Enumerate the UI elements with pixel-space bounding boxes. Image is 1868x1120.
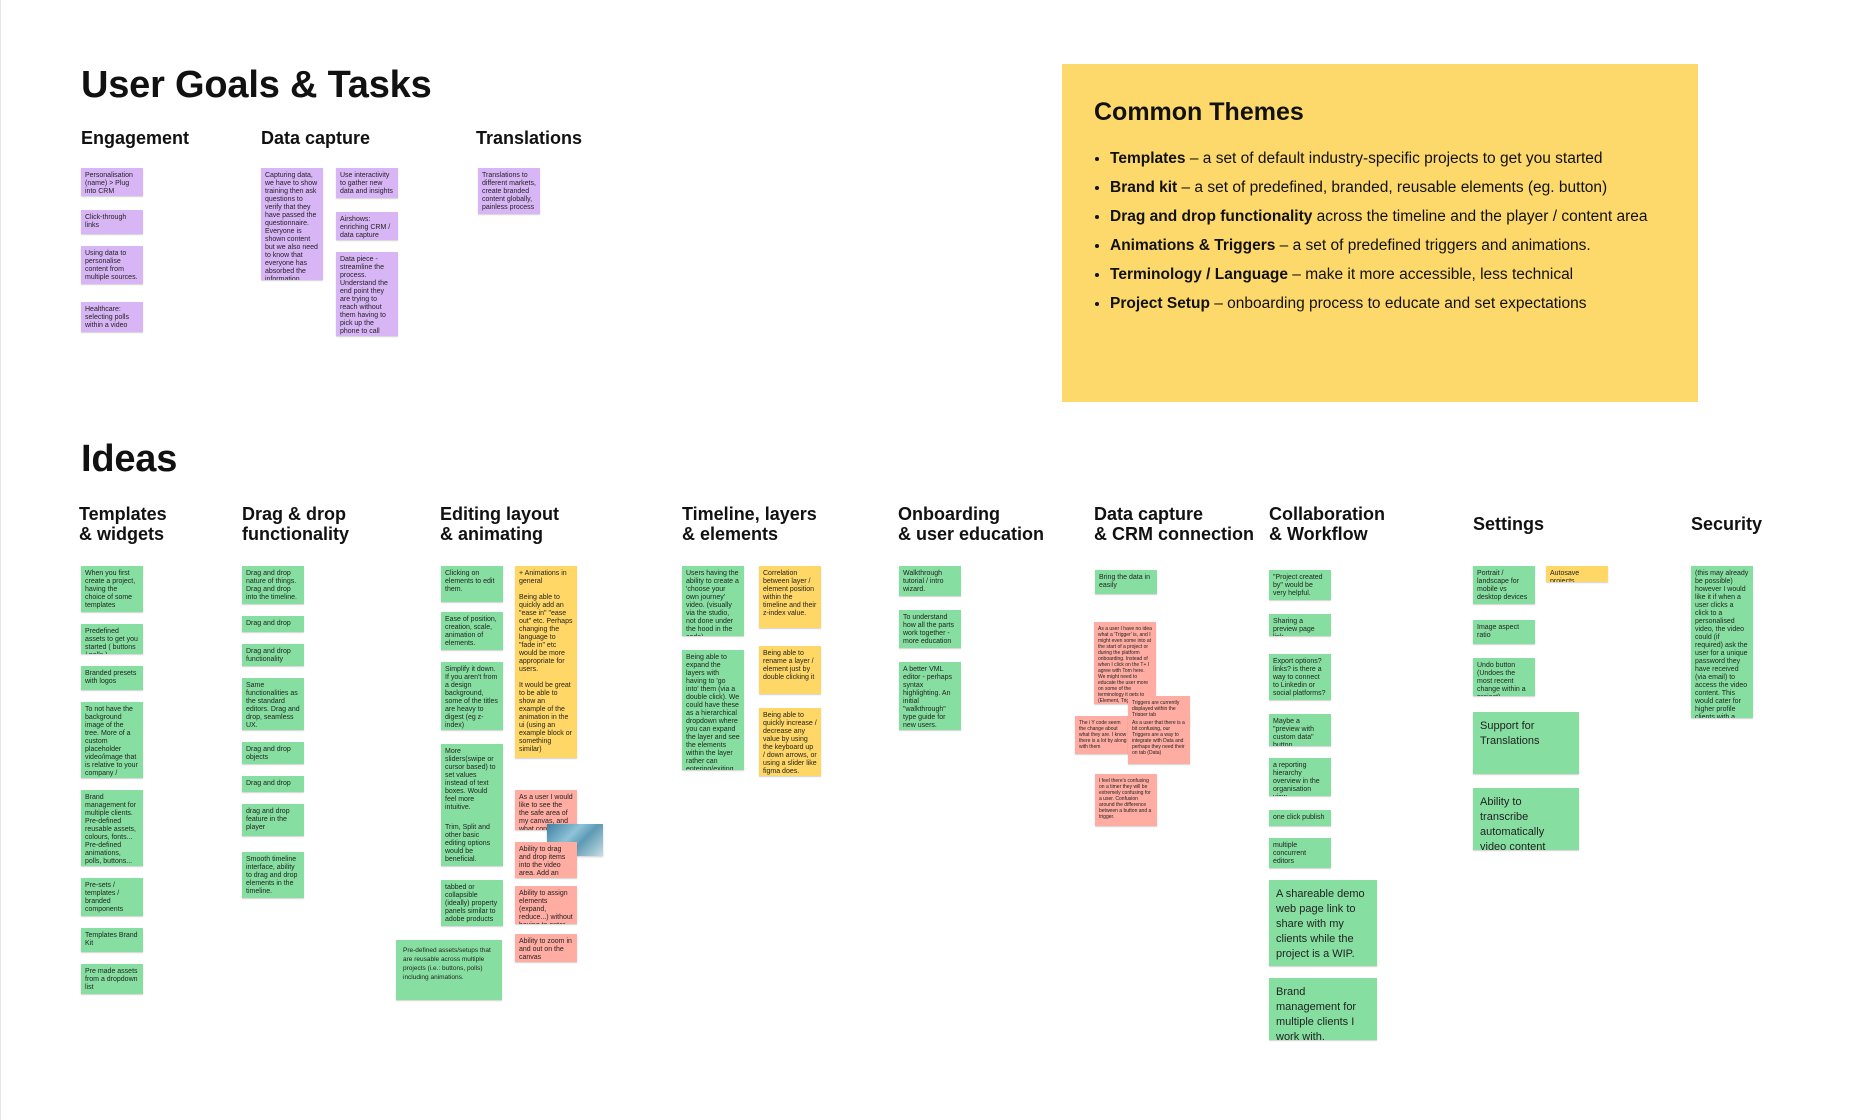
sticky-note[interactable]: Use interactivity to gather new data and… [336, 168, 398, 198]
sticky-note[interactable]: Ability to assign elements (expand, redu… [515, 886, 577, 924]
sticky-note[interactable]: Using data to personalise content from m… [81, 246, 143, 284]
sticky-note[interactable]: Translations to different markets, creat… [478, 168, 540, 214]
sticky-note[interactable]: As a user that there is a bit confusing,… [1128, 716, 1190, 764]
user-goals-title: User Goals & Tasks [81, 64, 432, 106]
theme-item-templates: Templates – a set of default industry-sp… [1110, 149, 1666, 168]
sticky-note[interactable]: When you first create a project, having … [81, 566, 143, 612]
sticky-note[interactable]: Brand management for multiple clients I … [1269, 978, 1377, 1040]
sticky-note[interactable]: multiple concurrent editors [1269, 838, 1331, 868]
sticky-note[interactable]: Trim, Split and other basic editing opti… [441, 820, 503, 866]
sticky-note[interactable]: + Animations in general Being able to qu… [515, 566, 577, 758]
sticky-note[interactable]: Drag and drop nature of things. Drag and… [242, 566, 304, 604]
sticky-note[interactable]: Bring the data in easily [1095, 570, 1157, 594]
sticky-note[interactable]: Smooth timeline interface, ability to dr… [242, 852, 304, 898]
sticky-note[interactable]: Being able to rename a layer / element j… [759, 646, 821, 694]
sticky-note[interactable]: Export options? links? is there a way to… [1269, 654, 1331, 700]
theme-item-animations: Animations & Triggers – a set of predefi… [1110, 236, 1666, 255]
sticky-note[interactable]: Autosave projects [1546, 566, 1608, 582]
sticky-note[interactable]: Airshows: enriching CRM / data capture [336, 212, 398, 240]
sticky-note[interactable]: Correlation between layer / element posi… [759, 566, 821, 628]
crm-heading: Data capture & CRM connection [1094, 504, 1254, 544]
sticky-note[interactable]: Support for Translations [1473, 712, 1579, 774]
common-themes-panel[interactable]: Common Themes Templates – a set of defau… [1062, 64, 1698, 402]
editing-heading: Editing layout & animating [440, 504, 559, 544]
sticky-note[interactable]: Undo button (Undoes the most recent chan… [1473, 658, 1535, 696]
theme-item-project-setup: Project Setup – onboarding process to ed… [1110, 294, 1666, 313]
sticky-note[interactable]: Templates Brand Kit [81, 928, 143, 952]
sticky-note[interactable]: Clicking on elements to edit them. [441, 566, 503, 602]
sticky-note[interactable]: Drag and drop [242, 776, 304, 792]
sticky-note[interactable]: one click publish [1269, 810, 1331, 826]
sticky-note[interactable]: Drag and drop [242, 616, 304, 632]
sticky-note[interactable]: Pre-defined assets/setups that are reusa… [396, 940, 502, 1000]
sticky-note[interactable]: drag and drop feature in the player [242, 804, 304, 836]
theme-item-drag-drop: Drag and drop functionality across the t… [1110, 207, 1666, 226]
sticky-note[interactable]: Predefined assets to get you started ( b… [81, 624, 143, 654]
sticky-note[interactable]: Users having the ability to create a 'ch… [682, 566, 744, 636]
sticky-note[interactable]: a reporting hierarchy overview in the or… [1269, 758, 1331, 796]
sticky-note[interactable]: Walkthrough tutorial / intro wizard. [899, 566, 961, 596]
sticky-note[interactable]: Being able to expand the layers with hav… [682, 650, 744, 770]
sticky-note[interactable]: Data piece - streamline the process. Und… [336, 252, 398, 336]
sticky-note[interactable]: Click-through links [81, 210, 143, 234]
sticky-note[interactable]: A better VML editor - perhaps syntax hig… [899, 662, 961, 730]
sticky-note[interactable]: Personalisation (name) > Plug into CRM [81, 168, 143, 196]
sticky-note[interactable]: Capturing data, we have to show training… [261, 168, 323, 280]
translations-heading: Translations [476, 128, 583, 148]
security-heading: Security [1691, 514, 1763, 534]
sticky-note[interactable]: I feel there's confusing on a timer they… [1095, 774, 1157, 826]
sticky-note[interactable]: Drag and drop objects [242, 742, 304, 764]
sticky-note[interactable]: Pre made assets from a dropdown list [81, 964, 143, 994]
sticky-note[interactable]: As a user I have no idea what a 'Trigger… [1094, 622, 1156, 704]
common-themes-list: Templates – a set of default industry-sp… [1094, 149, 1666, 313]
sticky-note[interactable]: Branded presets with logos [81, 666, 143, 690]
sticky-note[interactable]: tabbed or collapsible (ideally) property… [441, 880, 503, 926]
onboarding-heading: Onboarding & user education [898, 504, 1045, 544]
sticky-note[interactable]: Sharing a preview page link [1269, 614, 1331, 636]
sticky-note[interactable]: Ease of position, creation, scale, anima… [441, 612, 503, 650]
sticky-note[interactable]: Healthcare: selecting polls within a vid… [81, 302, 143, 332]
sticky-note[interactable]: Pre-sets / templates / branded component… [81, 878, 143, 916]
sticky-note[interactable]: Being able to quickly increase / decreas… [759, 708, 821, 776]
ideas-title: Ideas [81, 438, 178, 480]
sticky-note[interactable]: Drag and drop functionality [242, 644, 304, 666]
sticky-note[interactable]: Ability to zoom in and out on the canvas [515, 934, 577, 962]
engagement-heading: Engagement [81, 128, 190, 148]
sticky-note[interactable]: To understand how all the parts work tog… [899, 610, 961, 648]
sticky-note[interactable]: As a user I would like to see the the sa… [515, 790, 577, 830]
collab-heading: Collaboration & Workflow [1269, 504, 1385, 544]
drag-drop-heading: Drag & drop functionality [242, 504, 349, 544]
data-capture-heading: Data capture [261, 128, 371, 148]
common-themes-title: Common Themes [1094, 98, 1304, 126]
sticky-note[interactable]: A shareable demo web page link to share … [1269, 880, 1377, 966]
sticky-note[interactable]: Ability to drag and drop items into the … [515, 842, 577, 878]
sticky-note[interactable]: Image aspect ratio [1473, 620, 1535, 644]
templates-heading: Templates & widgets [79, 504, 167, 544]
sticky-note[interactable]: Portrait / landscape for mobile vs deskt… [1473, 566, 1535, 604]
theme-item-terminology: Terminology / Language – make it more ac… [1110, 265, 1666, 284]
sticky-note[interactable]: Brand management for multiple clients. P… [81, 790, 143, 866]
sticky-note[interactable]: Same functionalities as the standard edi… [242, 678, 304, 730]
sticky-note[interactable]: (this may already be possible) however I… [1691, 566, 1753, 718]
sticky-note[interactable]: "Project created by" would be very helpf… [1269, 570, 1331, 600]
theme-item-brand-kit: Brand kit – a set of predefined, branded… [1110, 178, 1666, 197]
sticky-note[interactable]: The i Y code seem the change about what … [1075, 716, 1131, 754]
sticky-note[interactable]: Maybe a "preview with custom data" butto… [1269, 714, 1331, 746]
sticky-note[interactable]: More sliders(swipe or cursor based) to s… [441, 744, 503, 820]
sticky-note[interactable]: Simplify it down. If you aren't from a d… [441, 662, 503, 730]
sticky-note[interactable]: Ability to transcribe automatically vide… [1473, 788, 1579, 850]
settings-heading: Settings [1473, 514, 1545, 534]
sticky-note[interactable]: To not have the background image of the … [81, 702, 143, 778]
timeline-heading: Timeline, layers & elements [682, 504, 817, 544]
